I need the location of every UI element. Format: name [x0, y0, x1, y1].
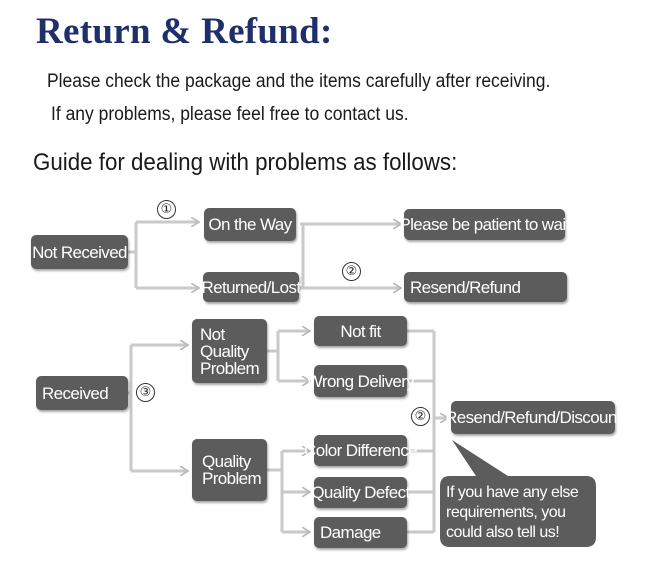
returned-lost-box: Returned/Lost [201, 272, 302, 302]
step-marker-3: ③ [136, 383, 155, 402]
quality-problem-box: Quality Problem [192, 439, 267, 501]
step-marker-1: ① [157, 200, 176, 219]
resend-refund-label: Resend/Refund [410, 277, 521, 297]
on-the-way-box: On the Way [204, 208, 296, 241]
not-received-box: Not Received [31, 235, 128, 269]
resend-refund-box: Resend/Refund [404, 272, 567, 302]
resend-refund-discount-label: Resend/Refund/Discount [445, 408, 621, 427]
please-wait-label: Please be patient to wait [399, 215, 570, 234]
wrong-delivery-label: Wrong Delivery [306, 371, 415, 391]
color-difference-box: Color Difference [304, 435, 418, 466]
instruction-line-2: If any problems, please feel free to con… [51, 104, 409, 125]
guide-heading: Guide for dealing with problems as follo… [33, 149, 458, 176]
received-label: Received [42, 383, 109, 403]
returned-lost-label: Returned/Lost [201, 277, 302, 297]
resend-refund-discount-box: Resend/Refund/Discount [445, 401, 622, 434]
speech-bubble [440, 440, 596, 547]
step-marker-2-bottom: ② [411, 407, 430, 426]
wrong-delivery-box: Wrong Delivery [307, 365, 415, 397]
quality-problem-label: Quality Problem [202, 452, 262, 488]
quality-defect-box: Quality Defect [311, 477, 410, 508]
step-marker-2-top: ② [342, 262, 361, 281]
not-fit-box: Not fit [314, 316, 407, 346]
please-wait-box: Please be patient to wait [399, 209, 570, 240]
damage-box: Damage [314, 517, 407, 548]
not-quality-problem-label: Not Quality Problem [200, 324, 260, 378]
on-the-way-label: On the Way [208, 215, 292, 234]
quality-defect-label: Quality Defect [311, 483, 410, 502]
color-difference-label: Color Difference [304, 441, 418, 460]
not-received-label: Not Received [32, 242, 127, 262]
damage-label: Damage [320, 523, 381, 542]
received-box: Received [36, 376, 128, 410]
not-quality-problem-box: Not Quality Problem [192, 319, 267, 383]
page-title: Return & Refund: [36, 11, 333, 52]
bubble-text: If you have any else requirements, you c… [446, 484, 579, 541]
instruction-line-1: Please check the package and the items c… [47, 71, 551, 92]
not-fit-label: Not fit [340, 321, 381, 341]
